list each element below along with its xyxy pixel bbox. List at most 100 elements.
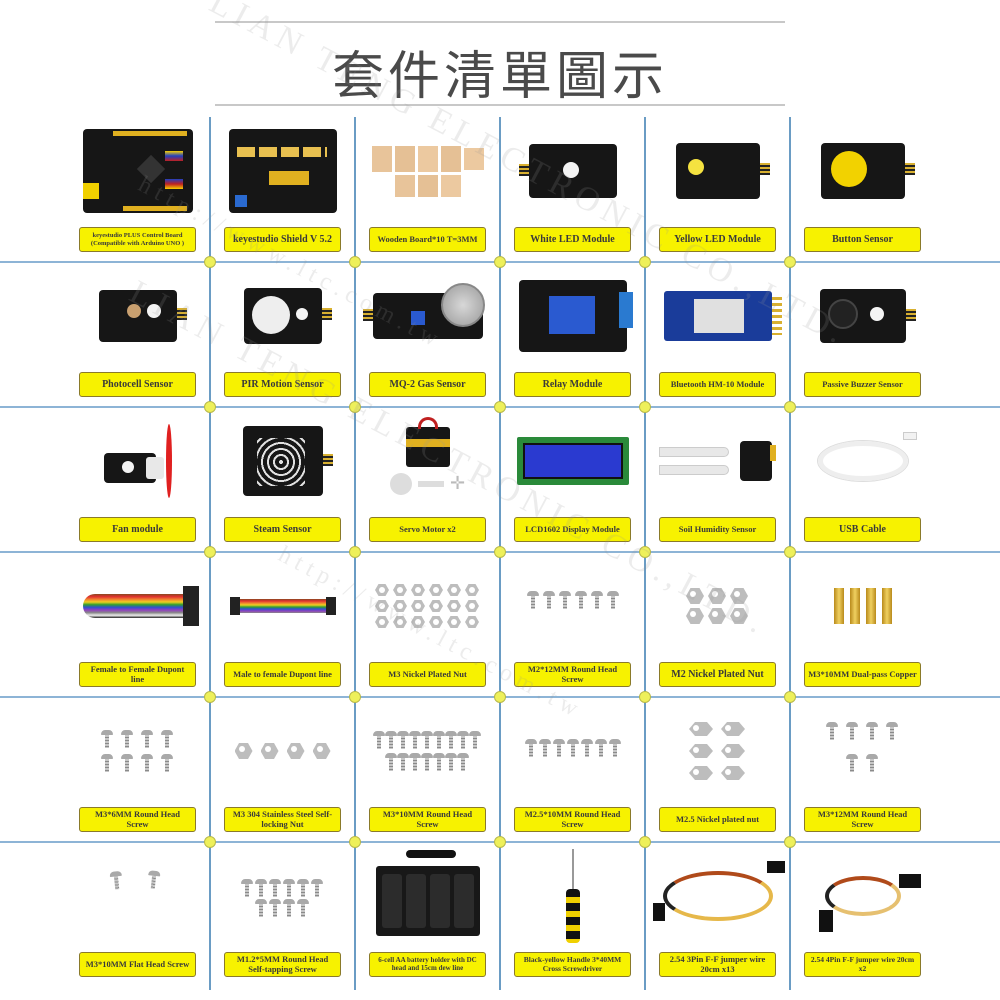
item-label: MQ-2 Gas Sensor [369, 372, 486, 397]
title-top-rule [215, 21, 785, 23]
item-label: keyestudio Shield V 5.2 [224, 227, 341, 252]
grid-intersection-dot [494, 401, 506, 413]
item-label: Bluetooth HM-10 Module [659, 372, 776, 397]
kit-item: White LED Module [500, 117, 645, 262]
dupont-mf-icon [229, 597, 336, 615]
gas-sensor-icon [362, 268, 490, 364]
page-title: 套件清單圖示 [331, 47, 668, 107]
kit-item: Relay Module [500, 262, 645, 407]
kit-contents-grid: keyestudio PLUS Control Board (Compatibl… [0, 117, 1000, 990]
item-label: USB Cable [804, 517, 921, 542]
kit-item: Soil Humidity Sensor [645, 407, 790, 552]
item-label: M3 Nickel Plated Nut [369, 662, 486, 687]
buzzer-sensor-icon [819, 289, 916, 343]
grid-intersection-dot [349, 836, 361, 848]
grid-intersection-dot [639, 546, 651, 558]
relay-module-icon [518, 280, 633, 352]
item-label: Black-yellow Handle 3*40MM Cross Screwdr… [514, 952, 631, 977]
item-label: M2.5*10MM Round Head Screw [514, 807, 631, 832]
grid-intersection-dot [204, 691, 216, 703]
bluetooth-module-icon [663, 291, 782, 341]
steam-sensor-icon [242, 426, 333, 496]
title-area: 套件清單圖示 [215, 18, 785, 108]
grid-intersection-dot [494, 836, 506, 848]
m3-nut-icon [372, 558, 482, 654]
grid-intersection-dot [349, 546, 361, 558]
grid-intersection-dot [784, 546, 796, 558]
kit-item: Fan module [65, 407, 210, 552]
kit-item: Yellow LED Module [645, 117, 790, 262]
m2-screw-icon [510, 558, 635, 654]
item-label: keyestudio PLUS Control Board (Compatibl… [79, 227, 196, 252]
self-locking-nut-icon [220, 703, 345, 799]
kit-item: 2.54 4Pin F-F jumper wire 20cm x2 [790, 842, 935, 987]
item-label: M1.2*5MM Round Head Self-tapping Screw [224, 952, 341, 977]
kit-item: Steam Sensor [210, 407, 355, 552]
item-label: LCD1602 Display Module [514, 517, 631, 542]
kit-item: LCD1602 Display Module [500, 407, 645, 552]
3pin-jumper-wire-icon [652, 861, 785, 921]
item-label: M3*6MM Round Head Screw [79, 807, 196, 832]
item-label: PIR Motion Sensor [224, 372, 341, 397]
kit-item: keyestudio PLUS Control Board (Compatibl… [65, 117, 210, 262]
screwdriver-icon [565, 849, 580, 943]
kit-item: Bluetooth HM-10 Module [645, 262, 790, 407]
kit-item: M3 304 Stainless Steel Self-locking Nut [210, 697, 355, 842]
kit-item: Female to Female Dupont line [65, 552, 210, 697]
item-label: M3*10MM Round Head Screw [369, 807, 486, 832]
pir-sensor-icon [243, 288, 332, 344]
m2-nut-icon [682, 558, 752, 654]
grid-intersection-dot [204, 256, 216, 268]
wooden-board-icon [365, 123, 490, 219]
kit-item: M2.5*10MM Round Head Screw [500, 697, 645, 842]
item-label: Fan module [79, 517, 196, 542]
grid-intersection-dot [349, 401, 361, 413]
grid-intersection-dot [204, 836, 216, 848]
item-label: Wooden Board*10 T=3MM [369, 227, 486, 252]
fan-module-icon [75, 413, 200, 509]
item-label: Male to female Dupont line [224, 662, 341, 687]
grid-intersection-dot [639, 401, 651, 413]
kit-item: Male to female Dupont line [210, 552, 355, 697]
servo-motor-icon: ✛ [365, 413, 490, 509]
kit-item: M2.5 Nickel plated nut [645, 697, 790, 842]
item-label: Female to Female Dupont line [79, 662, 196, 687]
kit-item: M1.2*5MM Round Head Self-tapping Screw [210, 842, 355, 987]
grid-intersection-dot [204, 546, 216, 558]
item-label: 6-cell AA battery holder with DC head an… [369, 952, 486, 977]
item-label: Photocell Sensor [79, 372, 196, 397]
kit-item: ✛ Servo Motor x2 [355, 407, 500, 552]
grid-intersection-dot [784, 256, 796, 268]
kit-item: M2*12MM Round Head Screw [500, 552, 645, 697]
kit-item: MQ-2 Gas Sensor [355, 262, 500, 407]
white-led-module-icon [518, 144, 617, 198]
item-label: Steam Sensor [224, 517, 341, 542]
grid-intersection-dot [494, 546, 506, 558]
grid-intersection-dot [349, 691, 361, 703]
item-label: 2.54 3Pin F-F jumper wire 20cm x13 [659, 952, 776, 977]
m3-6mm-screw-icon [92, 703, 182, 799]
item-label: M3 304 Stainless Steel Self-locking Nut [224, 807, 341, 832]
kit-item: M3*10MM Round Head Screw [355, 697, 500, 842]
soil-sensor-icon [655, 413, 780, 509]
m2-5-nut-icon [682, 703, 752, 799]
grid-intersection-dot [639, 256, 651, 268]
kit-item: M3*10MM Flat Head Screw [65, 842, 210, 987]
4pin-jumper-wire-icon [818, 874, 921, 932]
item-label: Servo Motor x2 [369, 517, 486, 542]
kit-item: Button Sensor [790, 117, 935, 262]
item-label: M3*10MM Flat Head Screw [79, 952, 196, 977]
self-tapping-screw-icon [237, 848, 327, 944]
item-label: Soil Humidity Sensor [659, 517, 776, 542]
item-label: M3*12MM Round Head Screw [804, 807, 921, 832]
item-label: White LED Module [514, 227, 631, 252]
kit-item: Wooden Board*10 T=3MM [355, 117, 500, 262]
grid-intersection-dot [204, 401, 216, 413]
lcd-display-icon [516, 437, 629, 485]
m3-12mm-screw-icon [822, 703, 902, 799]
kit-item: Passive Buzzer Sensor [790, 262, 935, 407]
flat-head-screw-icon [75, 848, 200, 944]
usb-cable-icon [817, 432, 917, 481]
button-sensor-icon [820, 143, 915, 199]
item-label: Passive Buzzer Sensor [804, 372, 921, 397]
